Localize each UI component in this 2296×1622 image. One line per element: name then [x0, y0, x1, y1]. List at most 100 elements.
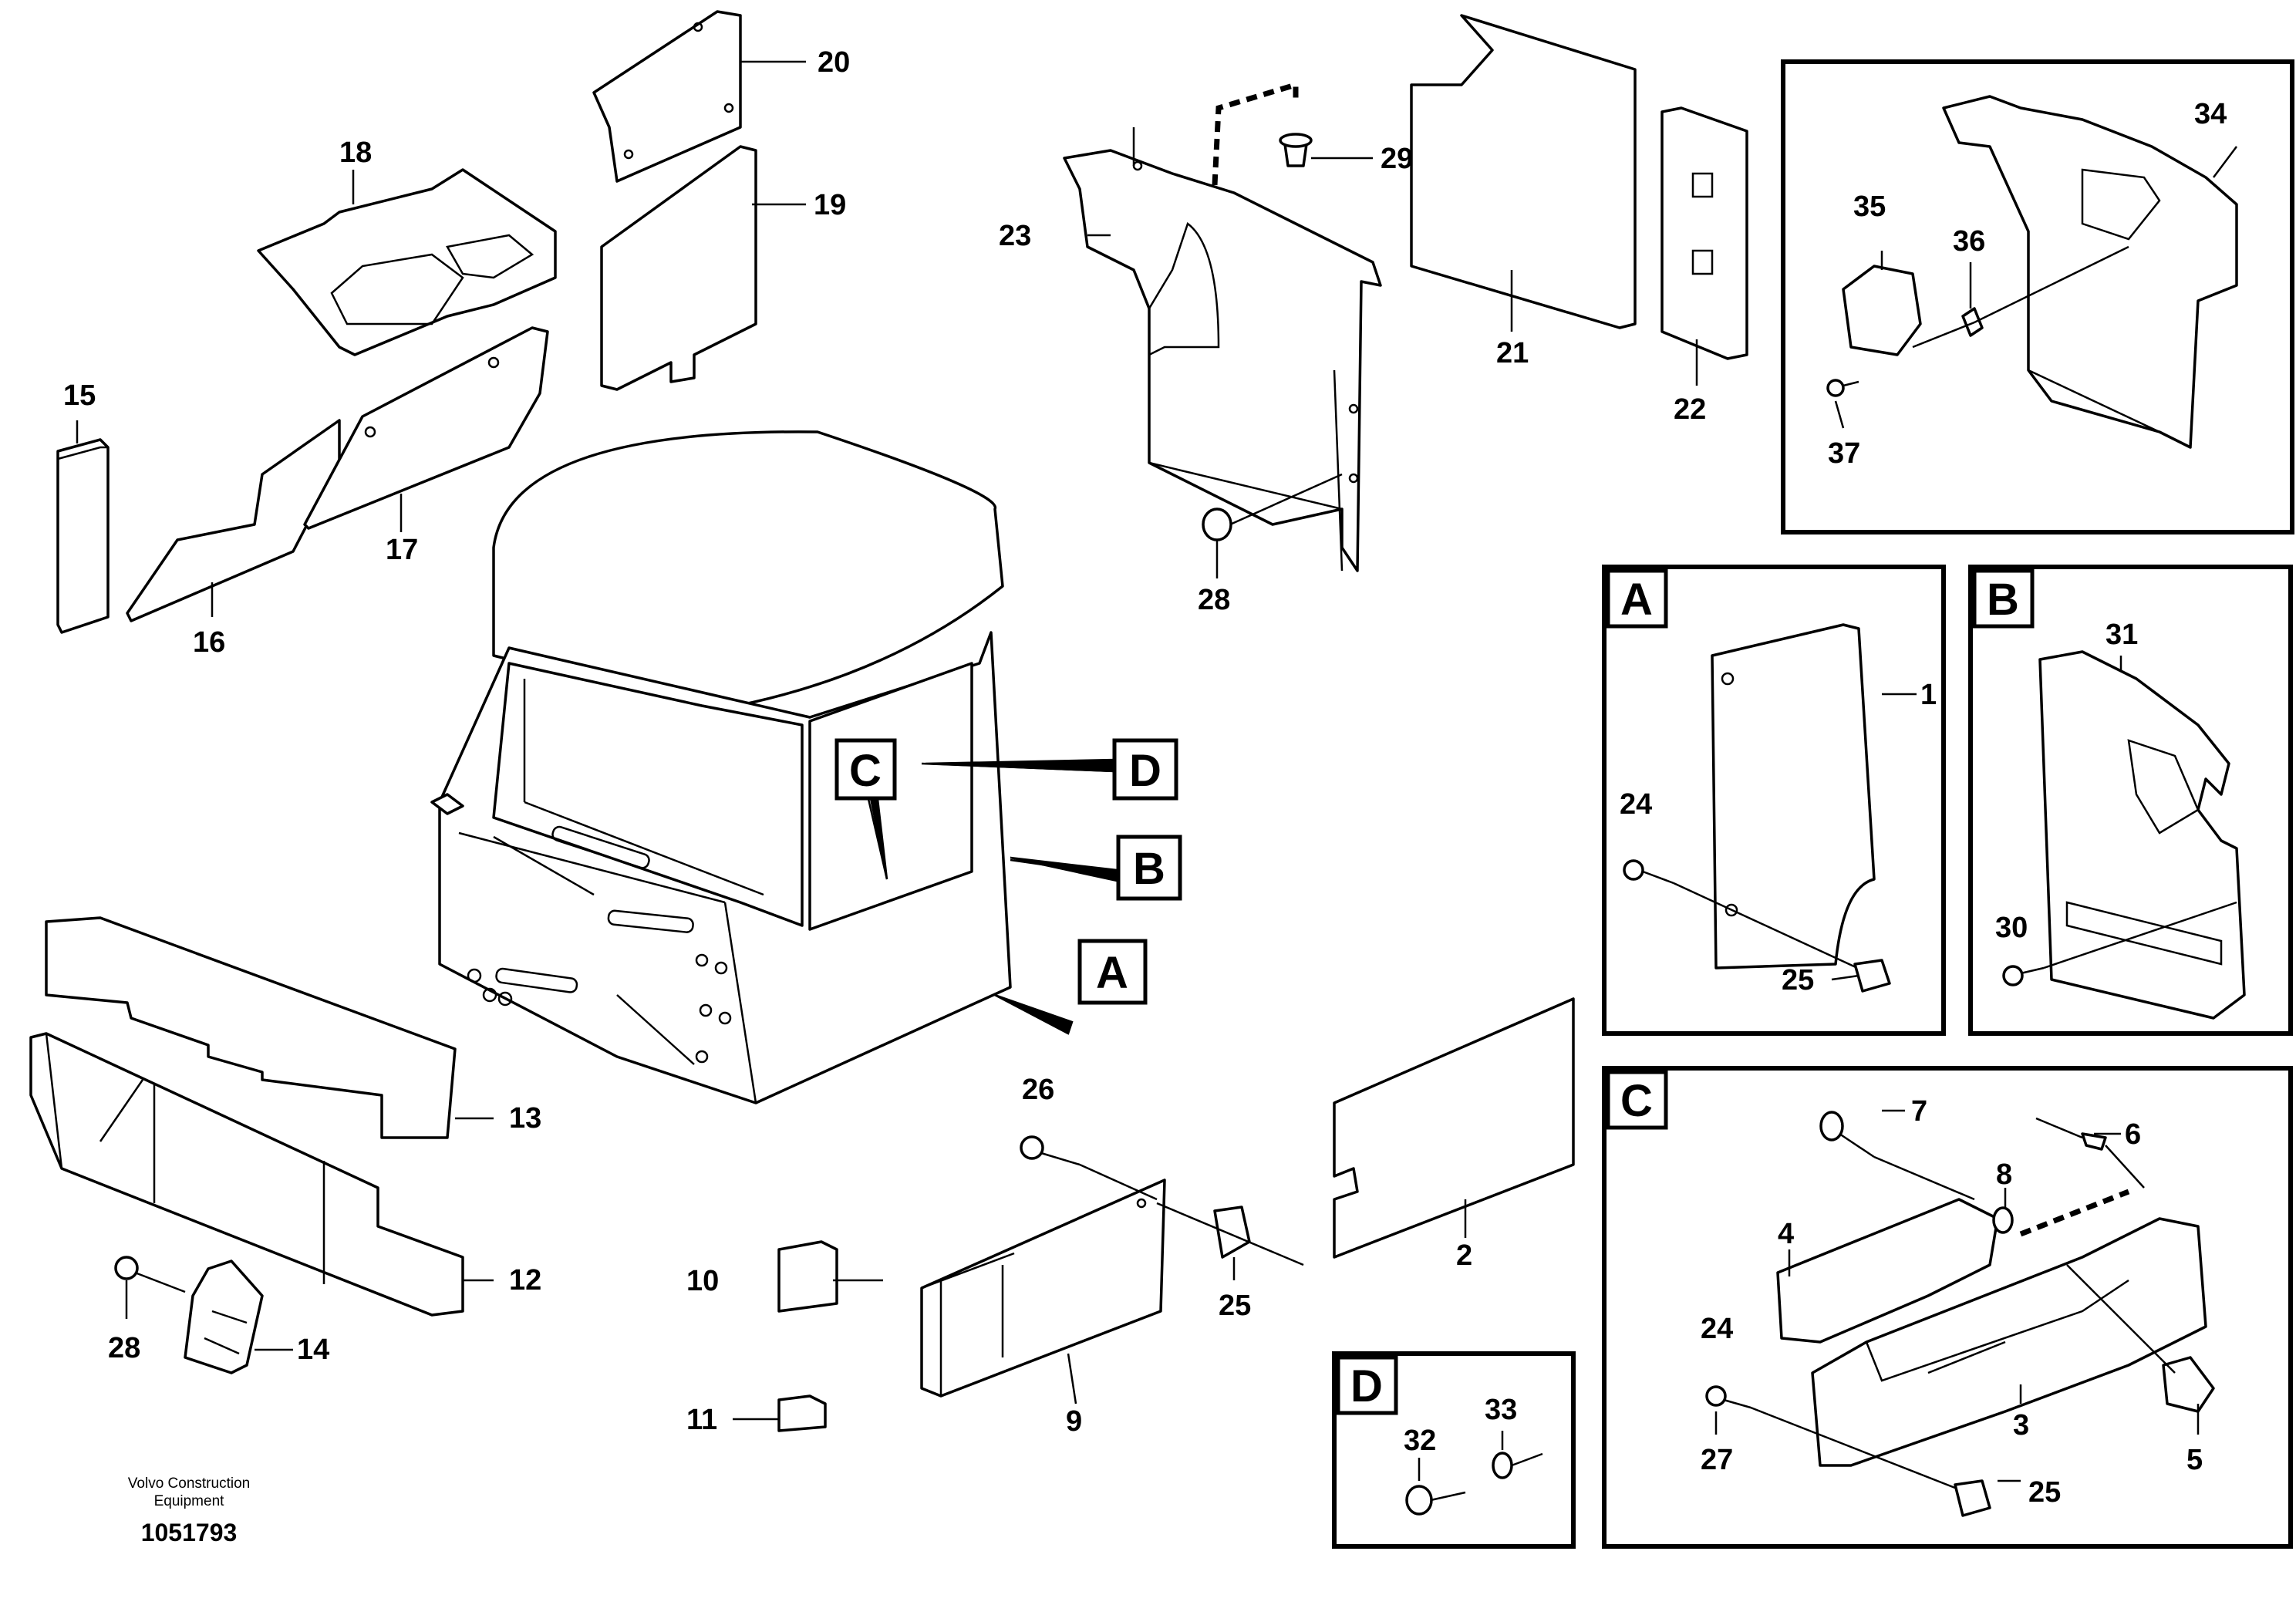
- callout-7: 7: [1911, 1095, 1927, 1128]
- part-9-duct: [920, 1179, 1166, 1398]
- callout-29: 29: [1381, 143, 1413, 175]
- part-30-screw: [2002, 901, 2237, 986]
- part-21-pad: [1410, 14, 1637, 329]
- part-2-panel: [1333, 997, 1575, 1259]
- callout-31: 31: [2106, 619, 2138, 651]
- svg-text:C: C: [849, 746, 882, 796]
- callout-1: 1: [1920, 679, 1937, 711]
- part-5-latch: [2066, 1264, 2215, 1413]
- part-11-block: [777, 1394, 827, 1432]
- callout-25-main: 25: [1219, 1290, 1251, 1322]
- tag-D: D: [1112, 738, 1178, 801]
- callout-28-left: 28: [108, 1332, 140, 1364]
- part-4-plate: [1776, 1198, 1999, 1344]
- part-34-panel-detail: [1942, 95, 2238, 449]
- callout-labels: 20 19 18 15 17 16 13 12 14 28 10 11 9 26…: [63, 46, 2227, 1509]
- part-8-washer: [1992, 1206, 2014, 1234]
- svg-text:D: D: [1129, 746, 1161, 796]
- callout-2: 2: [1456, 1239, 1472, 1272]
- svg-text:B: B: [1133, 844, 1165, 894]
- detail-frame-34-37: [1781, 59, 2294, 534]
- detail-frame-D: [1332, 1351, 1576, 1549]
- detail-label-D: D: [1336, 1355, 1398, 1415]
- callout-20: 20: [818, 46, 850, 79]
- svg-text:C: C: [1620, 1076, 1653, 1126]
- drawing-number: 1051793: [141, 1519, 238, 1546]
- part-20-plate: [592, 10, 742, 183]
- callout-13: 13: [509, 1102, 541, 1135]
- part-18-console: [257, 168, 557, 356]
- callout-17: 17: [386, 534, 418, 566]
- callout-22: 22: [1674, 393, 1706, 426]
- callout-34: 34: [2194, 98, 2227, 130]
- callout-37: 37: [1828, 437, 1860, 470]
- tag-C: C: [834, 738, 897, 801]
- tag-pointers: [866, 758, 1118, 1035]
- part-36-clip: [1912, 245, 2129, 349]
- part-7-screw: [1819, 1111, 1975, 1201]
- callout-10: 10: [686, 1265, 719, 1297]
- callout-27: 27: [1701, 1444, 1733, 1476]
- callout-25-C: 25: [2028, 1476, 2061, 1509]
- callout-18: 18: [339, 137, 372, 169]
- tag-A: A: [1077, 939, 1148, 1005]
- callout-4: 4: [1778, 1218, 1794, 1250]
- part-15-pad: [56, 438, 110, 634]
- callout-16: 16: [193, 626, 225, 659]
- footer-block: Volvo Construction Equipment 1051793: [128, 1475, 250, 1546]
- callout-30: 30: [1995, 912, 2028, 944]
- callout-14: 14: [297, 1334, 329, 1366]
- callout-5: 5: [2186, 1444, 2203, 1476]
- callout-32: 32: [1404, 1425, 1436, 1457]
- part-16-trim: [126, 419, 341, 622]
- svg-text:A: A: [1096, 948, 1128, 998]
- part-6-rivet: [2035, 1117, 2145, 1189]
- part-28-cap-left: [114, 1256, 186, 1293]
- callout-9: 9: [1066, 1405, 1082, 1438]
- detail-label-C: C: [1606, 1070, 1668, 1130]
- part-17-trim: [303, 326, 549, 530]
- tag-B: B: [1116, 835, 1182, 901]
- part-1-cover: [1711, 623, 1876, 969]
- part-19-pad: [600, 145, 757, 391]
- detail-label-A: A: [1606, 568, 1668, 629]
- svg-text:B: B: [1987, 575, 2019, 625]
- callout-12: 12: [509, 1264, 541, 1297]
- part-24-screw-C: [1705, 1385, 1967, 1494]
- svg-text:D: D: [1350, 1361, 1383, 1411]
- part-12-panel: [29, 1032, 464, 1317]
- callout-26: 26: [1022, 1074, 1054, 1106]
- detail-frame-A: [1602, 565, 1946, 1036]
- callout-8: 8: [1996, 1158, 2012, 1191]
- part-25-clip-main: [1156, 1202, 1304, 1266]
- callout-19: 19: [814, 189, 846, 221]
- callout-11: 11: [686, 1404, 717, 1436]
- callout-24-A: 24: [1620, 788, 1652, 821]
- cab-assembly: [430, 430, 1012, 1104]
- callout-15: 15: [63, 379, 96, 412]
- callout-21: 21: [1496, 337, 1529, 369]
- brand-line-2: Equipment: [154, 1493, 225, 1509]
- detail-frame-C: [1602, 1066, 2293, 1549]
- part-14-bracket: [184, 1259, 264, 1374]
- part-28-cap-rear: [1202, 473, 1343, 541]
- part-25-clip-A: [1853, 959, 1891, 993]
- callout-23: 23: [999, 220, 1031, 252]
- part-25-clip-C: [1954, 1479, 1991, 1517]
- part-35-cover: [1842, 265, 1922, 356]
- detail-label-B: B: [1972, 568, 2035, 629]
- part-22-pad: [1660, 106, 1748, 360]
- detail-frame-B: [1968, 565, 2293, 1036]
- callout-36: 36: [1953, 225, 1985, 258]
- callout-24-C: 24: [1701, 1313, 1733, 1345]
- part-13-panel: [45, 916, 457, 1139]
- brand-line-1: Volvo Construction: [128, 1475, 250, 1492]
- part-32-screw: [1405, 1485, 1466, 1516]
- part-37-screw: [1826, 379, 1859, 397]
- part-26-screw: [1020, 1135, 1158, 1201]
- callout-28-rear: 28: [1198, 584, 1230, 616]
- part-23-rear-panel: [1063, 149, 1382, 572]
- callout-35: 35: [1853, 191, 1886, 223]
- part-33-washer: [1492, 1452, 1543, 1479]
